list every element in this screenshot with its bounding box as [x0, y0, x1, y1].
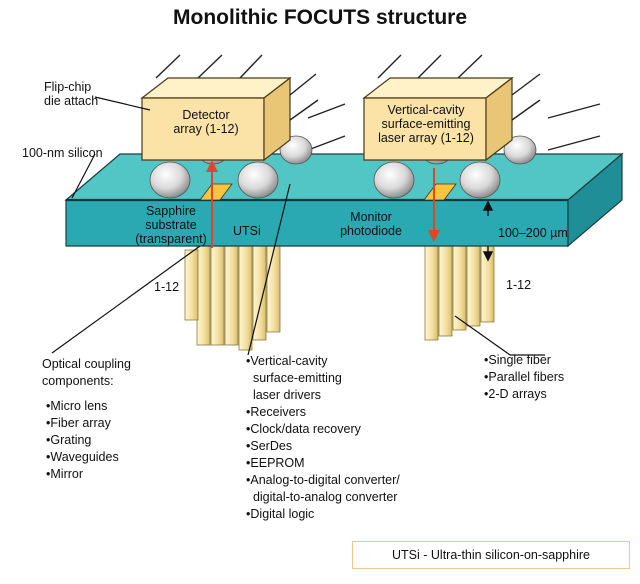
- electronics-item: Digital logic: [246, 506, 400, 523]
- thickness-marker: [482, 200, 494, 262]
- silicon-label: 100-nm silicon: [22, 146, 103, 160]
- left-photodiode: [199, 183, 233, 201]
- electronics-item: Receivers: [246, 404, 400, 421]
- coupling-item: Mirror: [46, 466, 119, 483]
- monitor-photodiode: [423, 183, 457, 201]
- electronics-item: Clock/data recovery: [246, 421, 400, 438]
- vcsel-chip: [362, 76, 514, 162]
- coupling-item: Micro lens: [46, 398, 119, 415]
- left-fiber-bundle: [184, 239, 281, 351]
- detector-chip: [140, 76, 292, 162]
- legend-box: UTSi - Ultra-thin silicon-on-sapphire: [352, 541, 630, 569]
- coupling-item: Grating: [46, 432, 119, 449]
- count-right-label: 1-12: [506, 278, 532, 292]
- fiber-option-item: 2-D arrays: [484, 386, 564, 403]
- side-leads: [289, 73, 541, 121]
- fiber-options-list: Single fiberParallel fibers2-D arrays: [484, 352, 564, 403]
- coupling-item: Waveguides: [46, 449, 118, 466]
- thickness-label: 100–200 µm: [498, 226, 568, 240]
- leader-lines: [51, 96, 545, 356]
- electronics-item: EEPROM: [246, 455, 400, 472]
- utsi-label: UTSi: [233, 224, 261, 238]
- right-fiber-bundle: [424, 239, 495, 341]
- coupling-list: Micro lensFiber arrayGratingWaveguidesMi…: [46, 398, 119, 483]
- fiber-option-item: Parallel fibers: [484, 369, 564, 386]
- coupling-item: Fiber array: [46, 415, 119, 432]
- electronics-item: Vertical-cavity surface-emitting laser d…: [246, 353, 400, 404]
- electronics-item: Analog-to-digital converter/ digital-to-…: [246, 472, 399, 506]
- fiber-option-item: Single fiber: [484, 352, 564, 369]
- count-left-label: 1-12: [154, 280, 180, 294]
- wire-leads: [155, 54, 601, 151]
- electronics-item: SerDes: [246, 438, 400, 455]
- diagram-title: Monolithic FOCUTS structure: [173, 6, 467, 29]
- light-arrows: [206, 160, 440, 248]
- electronics-list: Vertical-cavity surface-emitting laser d…: [246, 353, 400, 523]
